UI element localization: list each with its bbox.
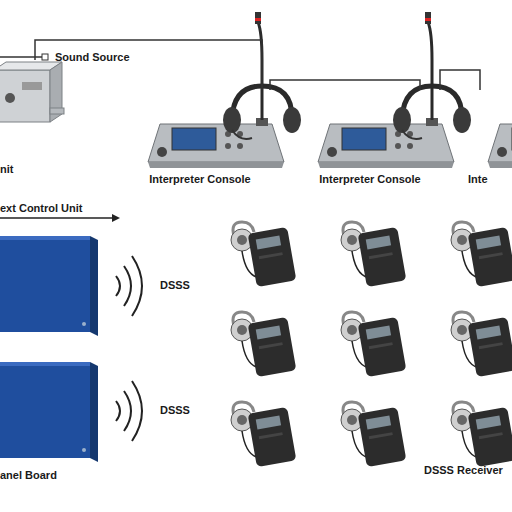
receiver [451,402,512,467]
signal-wire [270,80,420,90]
caption-label: ext Control Unit [0,202,83,215]
device-node: nit [0,60,58,176]
device-label: anel Board [0,469,57,482]
source-wire [0,56,42,58]
interpreter-console [488,12,512,168]
device-label: nit [0,163,13,176]
caption-label: DSSS Receiver [424,464,503,477]
caption-label: DSSS [160,279,190,292]
receiver [341,222,406,287]
receiver [231,402,296,467]
device-node: Interpreter Console [295,90,445,186]
signal-wire [440,70,480,90]
unit-connector [5,93,15,103]
receiver [341,402,406,467]
interpreter-console [148,12,301,168]
radiator-panel [0,236,98,336]
interpreter-console [318,12,471,168]
device-label: Interpreter Console [149,173,250,186]
source-jack [42,54,48,60]
signal-waves [116,381,142,441]
signal-waves [116,256,142,316]
device-node: Interpreter Console [125,90,275,186]
unit-slot [22,82,42,90]
device-label: Inte [468,173,488,186]
receiver [231,312,296,377]
unit-front [0,70,50,122]
caption-label: DSSS [160,404,190,417]
receiver [451,312,512,377]
device-label: Interpreter Console [319,173,420,186]
unit-flange [50,108,64,114]
signal-wire [35,40,262,90]
receiver [451,222,512,287]
caption-label: Sound Source [55,51,130,64]
control-arrow-head [112,214,120,222]
device-node: Inte [468,90,512,186]
device-node: anel Board [0,362,100,482]
control-arrow-line [0,217,112,219]
receiver [231,222,296,287]
radiator-panel [0,362,98,462]
receiver [341,312,406,377]
